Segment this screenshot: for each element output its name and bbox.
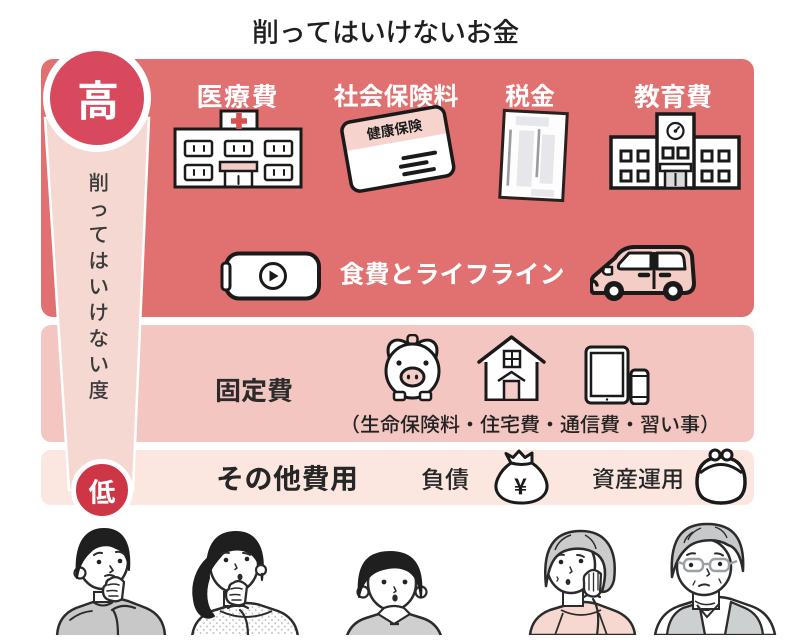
- fixed-costs-note: [338, 412, 722, 436]
- tax-documents-icon: [498, 108, 571, 203]
- label-food-lifeline: [338, 259, 567, 288]
- tablet-and-phone-icon: [584, 345, 650, 405]
- money-bag-icon: [491, 447, 552, 505]
- school-icon: [609, 112, 741, 190]
- label-medical: [195, 81, 280, 111]
- label-tax: [503, 81, 557, 110]
- label-education: [632, 81, 714, 111]
- page-title: [250, 16, 522, 47]
- label-asset-management: [590, 465, 686, 492]
- axis-scale-label: [87, 170, 112, 402]
- low-marker-label: [87, 476, 118, 507]
- rice-cooker-icon: [220, 251, 321, 301]
- person-boy-icon: [345, 551, 443, 635]
- hospital-icon: [173, 109, 303, 189]
- band-other-costs: [41, 450, 754, 505]
- car-icon: [590, 245, 696, 301]
- person-young-man-icon: [55, 528, 167, 635]
- person-older-man-icon: [653, 522, 777, 635]
- label-fixed-costs: [213, 375, 295, 405]
- label-debt: [419, 465, 471, 493]
- piggy-bank-icon: [384, 334, 441, 402]
- label-other-costs: [214, 462, 360, 494]
- coin-purse-icon: [695, 448, 747, 505]
- money-bag-yen: [512, 473, 530, 499]
- person-older-woman-icon: [528, 529, 637, 635]
- health-insurance-card-icon: [336, 101, 460, 199]
- house-icon: [477, 335, 546, 401]
- high-marker-label: [75, 77, 121, 123]
- person-young-woman-icon: [191, 531, 299, 635]
